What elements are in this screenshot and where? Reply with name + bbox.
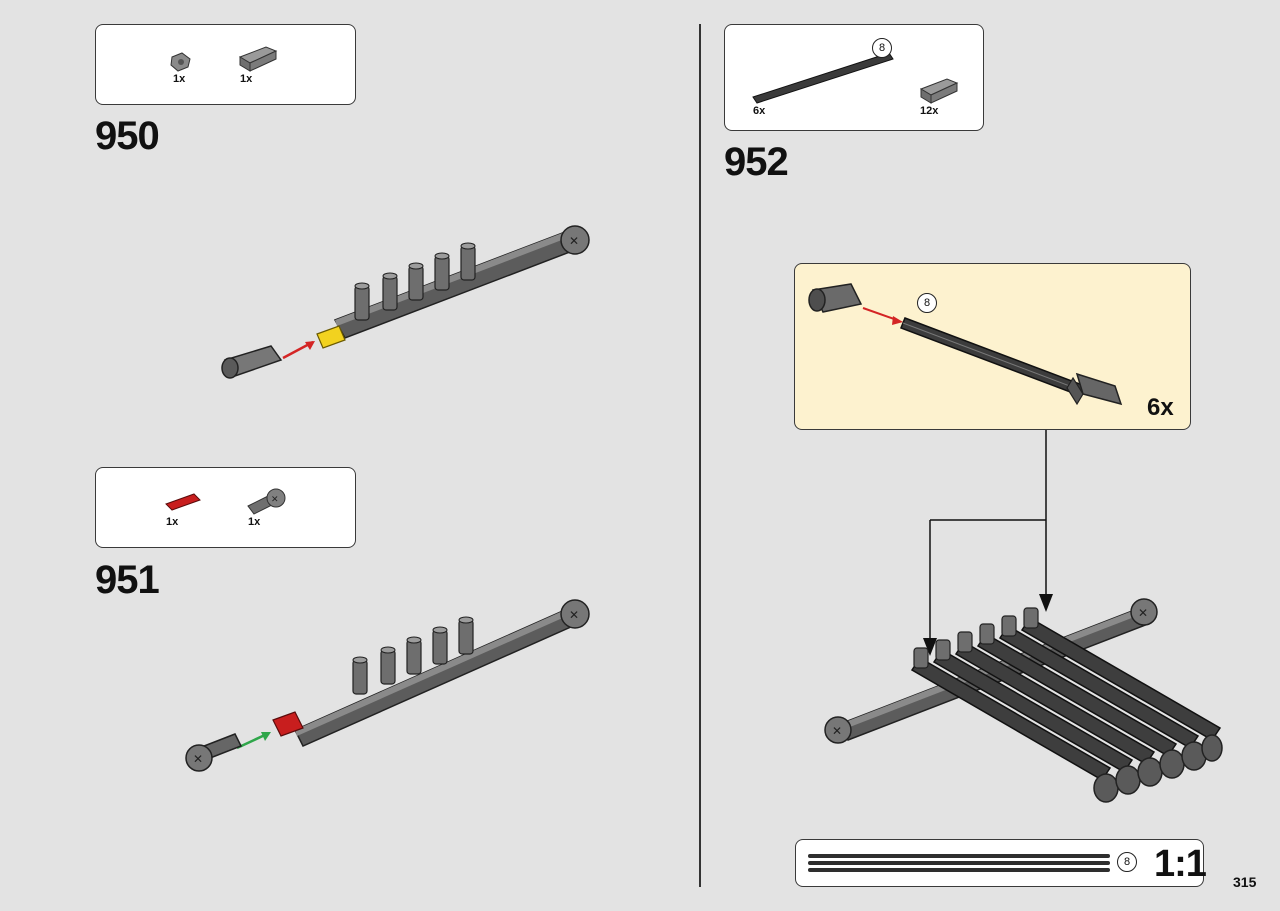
step-952-assembly-illustration: ✕ ✕ [824, 598, 1223, 803]
gray-bush-icon [170, 52, 191, 72]
svg-text:✕: ✕ [271, 495, 279, 505]
svg-text:✕: ✕ [193, 752, 203, 766]
gray-axle-joint-icon: ✕ [247, 488, 286, 515]
column-divider [699, 24, 701, 887]
step-951-parts-box: 1x ✕ 1x [95, 467, 356, 548]
axle-8-icon [752, 52, 894, 104]
subassembly-callout: 8 6x [794, 263, 1191, 430]
step-number: 952 [724, 140, 789, 184]
part-qty: 1x [240, 73, 253, 85]
page-number: 315 [1233, 874, 1257, 890]
step-number: 950 [95, 114, 160, 158]
svg-text:✕: ✕ [832, 724, 842, 738]
axle-8-scale-icon [808, 854, 1110, 872]
gray-axle-connector-icon [919, 78, 959, 104]
part-qty: 6x [753, 105, 766, 117]
step-950-parts-box: 1x 1x [95, 24, 356, 105]
axle-length-label: 8 [872, 38, 892, 58]
scale-label: 1:1 [1154, 843, 1207, 885]
part-qty: 1x [166, 516, 179, 528]
svg-text:✕: ✕ [1138, 606, 1148, 620]
red-pin-icon [165, 493, 201, 511]
part-qty: 12x [920, 105, 939, 117]
part-qty: 1x [248, 516, 261, 528]
step-952-parts-box: 8 6x 12x [724, 24, 984, 131]
svg-text:✕: ✕ [569, 608, 579, 622]
svg-text:✕: ✕ [569, 234, 579, 248]
subassembly-qty: 6x [1147, 394, 1174, 421]
subassembly-illustration [808, 283, 1123, 406]
part-qty: 1x [173, 73, 186, 85]
axle-length-label: 8 [1117, 852, 1137, 872]
scale-reference-box: 8 1:1 [795, 839, 1207, 887]
axle-length-label: 8 [917, 293, 937, 313]
gray-axle-connector-icon [238, 46, 278, 72]
step-951-assembly-illustration: ✕ ✕ [185, 599, 590, 772]
step-950-assembly-illustration: ✕ [221, 225, 590, 379]
callout-pointer-lines [923, 430, 1053, 656]
step-number: 951 [95, 558, 160, 602]
